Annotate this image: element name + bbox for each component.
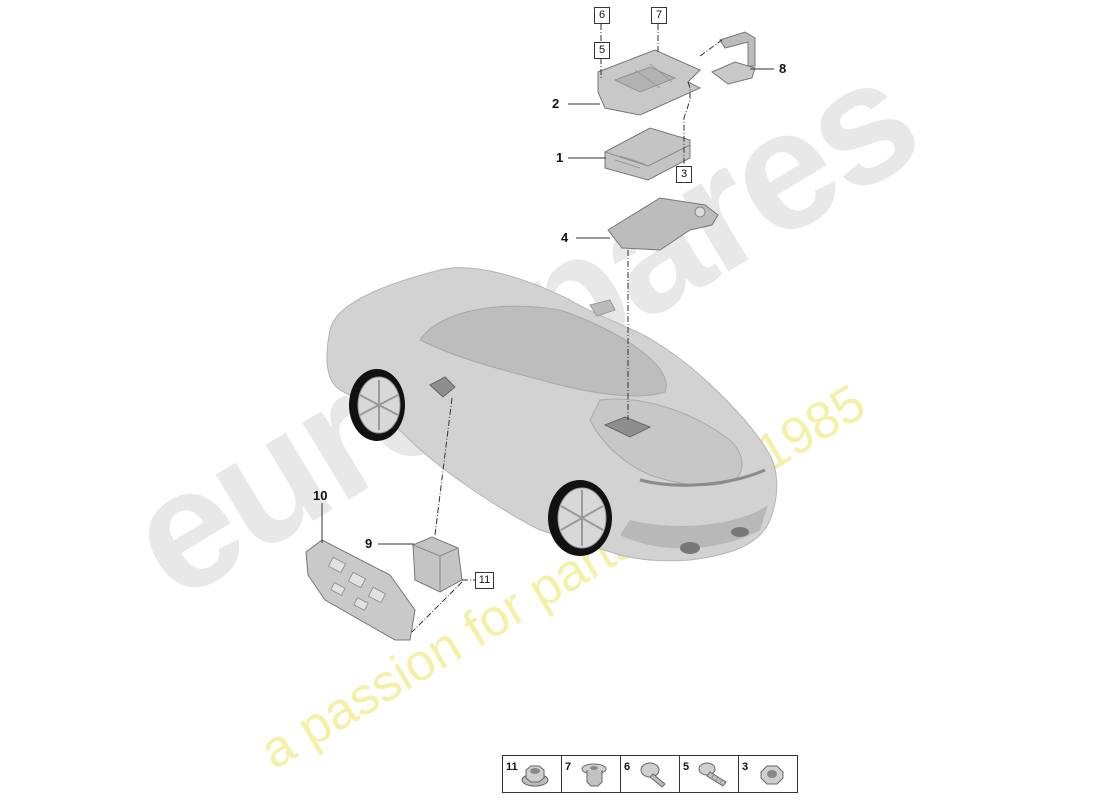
leader-lines — [321, 68, 774, 545]
bolt-icon — [698, 762, 727, 787]
boxed-ref-7: 7 — [651, 7, 667, 24]
legend-cell-5: 5 — [679, 756, 738, 792]
car-illustration — [326, 267, 778, 562]
legend-label-5: 5 — [683, 761, 690, 773]
callout-8: 8 — [779, 61, 787, 76]
legend-cell-3: 3 — [738, 756, 797, 792]
callout-2: 2 — [552, 96, 560, 111]
part-4-plate — [607, 197, 719, 251]
flange-nut-icon — [521, 765, 549, 787]
legend-label-6: 6 — [624, 761, 631, 773]
boxed-ref-3: 3 — [676, 166, 692, 183]
part-9-module — [412, 536, 463, 593]
collar-nut-icon — [581, 763, 607, 787]
legend-label-11: 11 — [506, 761, 518, 773]
legend-cell-11: 11 — [503, 756, 561, 792]
legend-cell-7: 7 — [561, 756, 620, 792]
hex-nut-icon — [760, 765, 784, 785]
part-2-bracket — [597, 49, 702, 116]
boxed-ref-11: 11 — [475, 572, 494, 589]
legend-label-3: 3 — [742, 761, 749, 773]
legend-label-7: 7 — [565, 761, 572, 773]
callout-10: 10 — [313, 488, 328, 503]
button-head-screw-icon — [640, 762, 666, 788]
callout-1: 1 — [556, 150, 564, 165]
part-8-bracket — [711, 31, 756, 85]
legend-cell-6: 6 — [620, 756, 679, 792]
boxed-ref-6: 6 — [594, 7, 610, 24]
boxed-ref-5: 5 — [594, 42, 610, 59]
part-1-control-unit — [604, 127, 691, 181]
assembly-lines — [411, 24, 723, 633]
callout-4: 4 — [561, 230, 569, 245]
part-10-carrier — [305, 539, 416, 641]
hardware-legend: 11 7 6 5 — [502, 755, 798, 793]
callout-9: 9 — [365, 536, 373, 551]
